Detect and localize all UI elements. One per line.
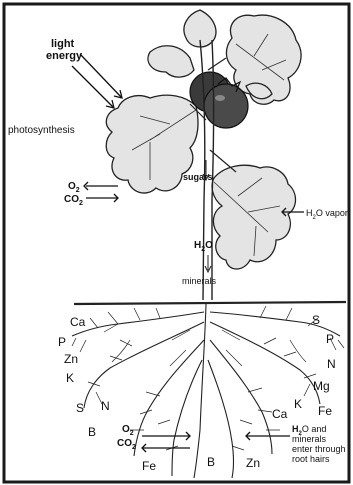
- label-o2-root: O2: [122, 424, 134, 437]
- mineral-mg-right: Mg: [313, 379, 330, 393]
- label-co2-leaf: CO2: [64, 194, 83, 207]
- label-minerals-stem: minerals: [182, 276, 217, 286]
- mineral-zn-bottom: Zn: [246, 456, 260, 470]
- mineral-k-left: K: [66, 371, 74, 385]
- label-energy: energy: [46, 50, 83, 62]
- top-left-leaf: [148, 46, 194, 77]
- mineral-zn-left: Zn: [64, 352, 78, 366]
- mineral-fe-right: Fe: [318, 404, 332, 418]
- label-root-uptake-4: root hairs: [292, 454, 330, 464]
- mineral-fe-bottom: Fe: [142, 459, 156, 473]
- label-root-uptake-2: minerals: [292, 434, 327, 444]
- label-h2o-vapor: H2O vapor: [306, 208, 348, 221]
- mineral-b-bottom: B: [207, 455, 215, 469]
- label-photosynthesis: photosynthesis: [8, 125, 75, 136]
- light-arrow-1: [80, 54, 122, 98]
- mineral-b-left: B: [88, 425, 96, 439]
- mineral-p-left: P: [58, 335, 66, 349]
- label-sugars: sugars: [183, 172, 213, 182]
- mineral-s-left: S: [76, 401, 84, 415]
- mineral-p-right: P: [326, 332, 334, 346]
- mineral-ca-left: Ca: [70, 315, 86, 329]
- light-arrow-2: [72, 66, 114, 108]
- mineral-s-right: S: [312, 313, 320, 327]
- mineral-k-right: K: [294, 397, 302, 411]
- tomato-front: [204, 84, 248, 128]
- mineral-n-left: N: [101, 399, 110, 413]
- label-root-uptake-3: enter through: [292, 444, 346, 454]
- label-o2-leaf: O2: [68, 181, 80, 194]
- label-co2-root: CO2: [117, 438, 136, 451]
- mineral-n-right: N: [327, 357, 336, 371]
- mineral-ca-right: Ca: [272, 407, 288, 421]
- ground-line: [74, 302, 346, 304]
- label-light: light: [51, 38, 75, 50]
